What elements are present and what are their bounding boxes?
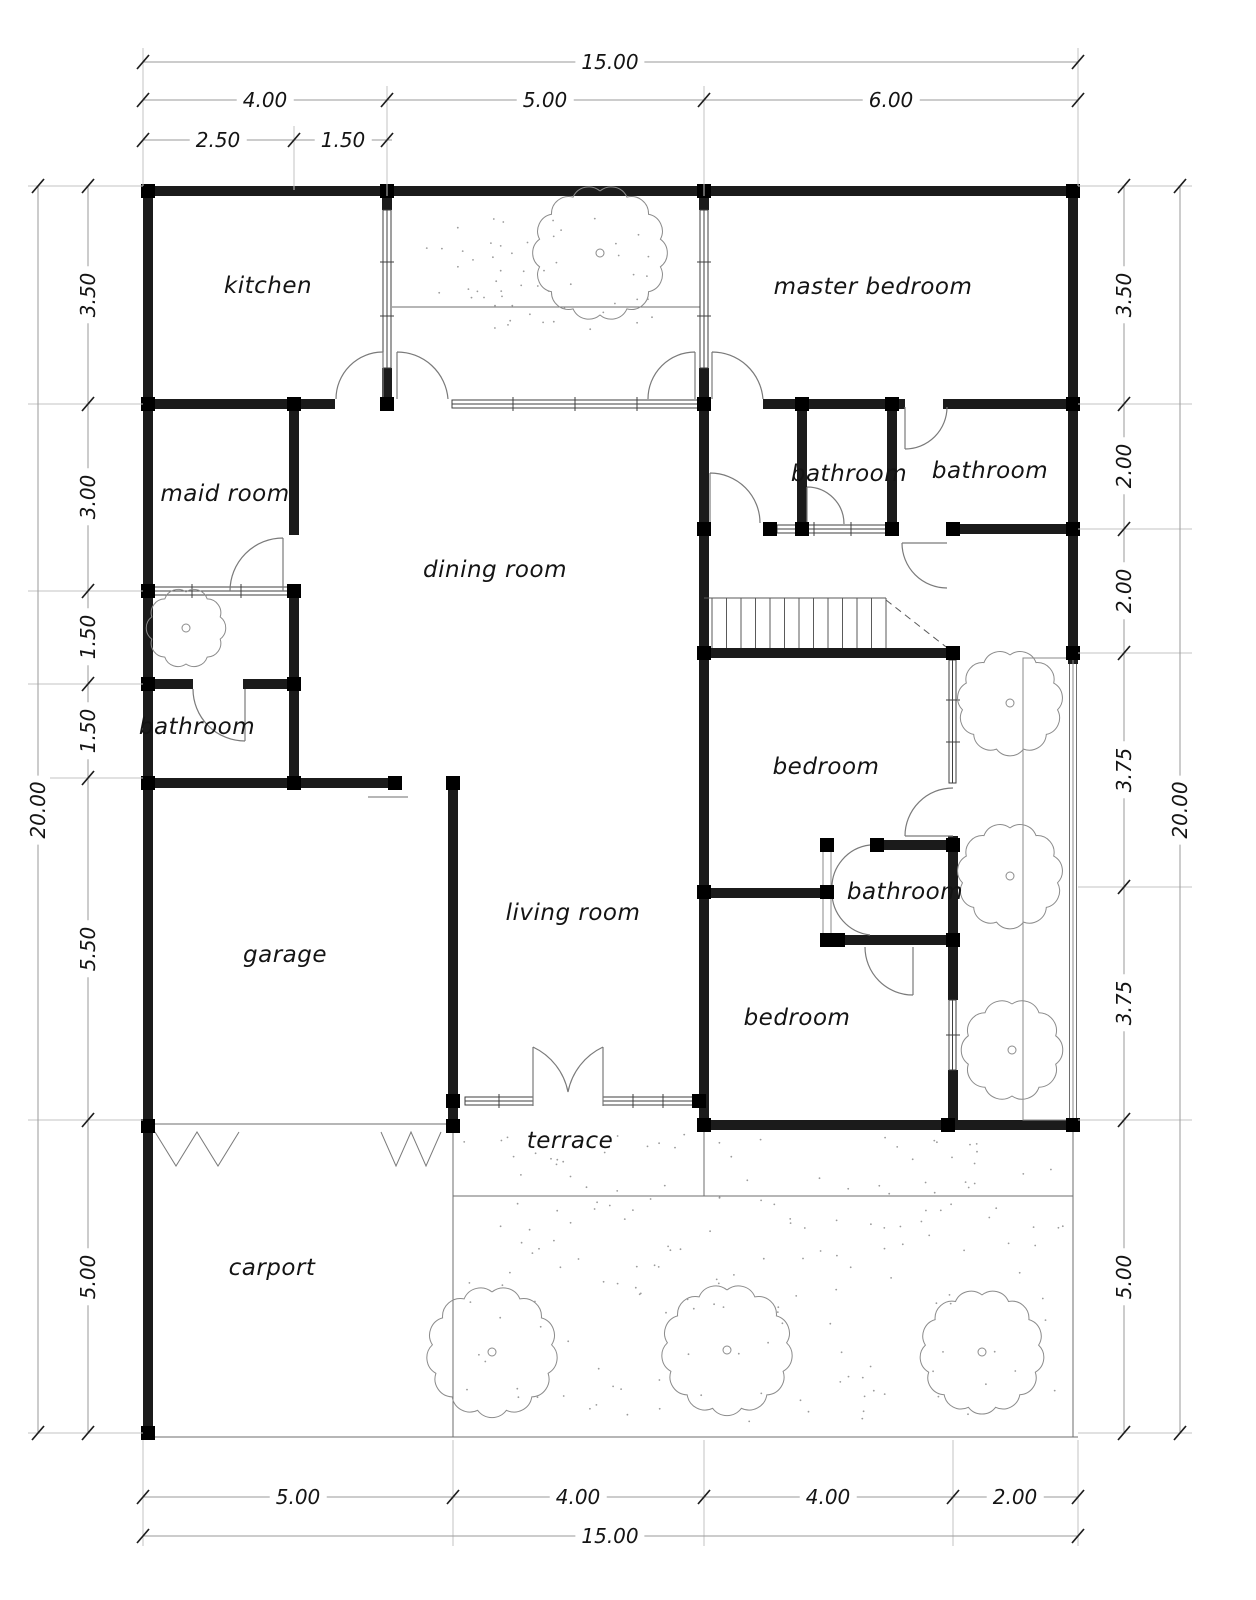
dim-top-seg-2: 5.00 <box>516 88 574 112</box>
room-label-bathroom-middle: bathroom <box>846 879 964 905</box>
dim-top-total: 15.00 <box>575 50 645 74</box>
doors <box>192 351 954 1106</box>
door-maid-room <box>229 537 284 592</box>
dim-right-seg-6: 5.00 <box>1112 1248 1136 1306</box>
dim-right-seg-1: 3.50 <box>1112 266 1136 324</box>
room-label-dining-room: dining room <box>423 557 567 583</box>
dim-bottom-total: 15.00 <box>575 1524 645 1548</box>
door-stair-hall <box>901 542 948 589</box>
dim-left-total: 20.00 <box>26 775 50 845</box>
room-label-master-bedroom: master bedroom <box>773 274 973 300</box>
dim-bottom-seg-4: 2.00 <box>986 1485 1044 1509</box>
door-bedroom2 <box>864 946 914 996</box>
room-label-bathroom-ensuite: bathroom <box>790 461 908 487</box>
door-courtyard-east <box>647 351 696 400</box>
dim-bottom-seg-2: 4.00 <box>549 1485 607 1509</box>
room-label-terrace: terrace <box>526 1128 614 1154</box>
dim-left-seg-3: 1.50 <box>76 608 100 666</box>
garden-stipple <box>425 217 1064 1423</box>
room-label-carport: carport <box>228 1255 316 1281</box>
dim-right-total: 20.00 <box>1168 775 1192 845</box>
trees <box>145 186 1064 1419</box>
door-bathroom-ensuite <box>806 486 845 525</box>
room-label-maid-room: maid room <box>160 481 290 507</box>
dim-left-seg-2: 3.00 <box>76 468 100 526</box>
site-lines <box>368 306 1074 1437</box>
room-label-bedroom-lower: bedroom <box>743 1005 851 1031</box>
dim-right-seg-4: 3.75 <box>1112 741 1136 799</box>
room-label-garage: garage <box>243 942 327 968</box>
dim-bottom-seg-1: 5.00 <box>269 1485 327 1509</box>
room-label-living-room: living room <box>505 900 641 926</box>
door-master-bedroom <box>711 351 764 400</box>
room-label-kitchen: kitchen <box>223 273 313 299</box>
dim-top-seg-3: 6.00 <box>862 88 920 112</box>
stairs <box>704 597 951 651</box>
dim-top-sub-1: 2.50 <box>189 128 247 152</box>
dim-right-seg-3: 2.00 <box>1112 562 1136 620</box>
planter-strip <box>1022 657 1074 1121</box>
dim-left-seg-5: 5.50 <box>76 920 100 978</box>
dim-left-seg-6: 5.00 <box>76 1248 100 1306</box>
dim-top-sub-2: 1.50 <box>314 128 372 152</box>
dim-left-seg-1: 3.50 <box>76 266 100 324</box>
dim-left-seg-4: 1.50 <box>76 702 100 760</box>
door-courtyard <box>396 351 449 400</box>
room-label-bathroom-master: bathroom <box>931 458 1049 484</box>
dim-right-seg-2: 2.00 <box>1112 437 1136 495</box>
dim-bottom-seg-3: 4.00 <box>799 1485 857 1509</box>
room-label-bathroom-maid: bathroom <box>138 714 256 740</box>
door-bedroom1 <box>904 787 954 837</box>
door-hall <box>709 472 761 524</box>
window-courtyard-east <box>697 209 711 369</box>
dim-top-seg-1: 4.00 <box>236 88 294 112</box>
room-label-bedroom-upper: bedroom <box>772 754 880 780</box>
window-courtyard-west <box>380 209 394 369</box>
door-kitchen <box>335 351 384 400</box>
carport-gates <box>154 1130 442 1168</box>
dim-right-seg-5: 3.75 <box>1112 974 1136 1032</box>
outer-walls <box>143 186 1078 1440</box>
structural-columns <box>141 184 1080 1440</box>
door-maid-bathroom <box>192 688 246 742</box>
window-bedroom2-east <box>946 999 960 1071</box>
door-bathroom-middle-a <box>831 844 871 891</box>
door-bathroom-master <box>904 406 948 450</box>
door-terrace-french <box>532 1046 604 1106</box>
